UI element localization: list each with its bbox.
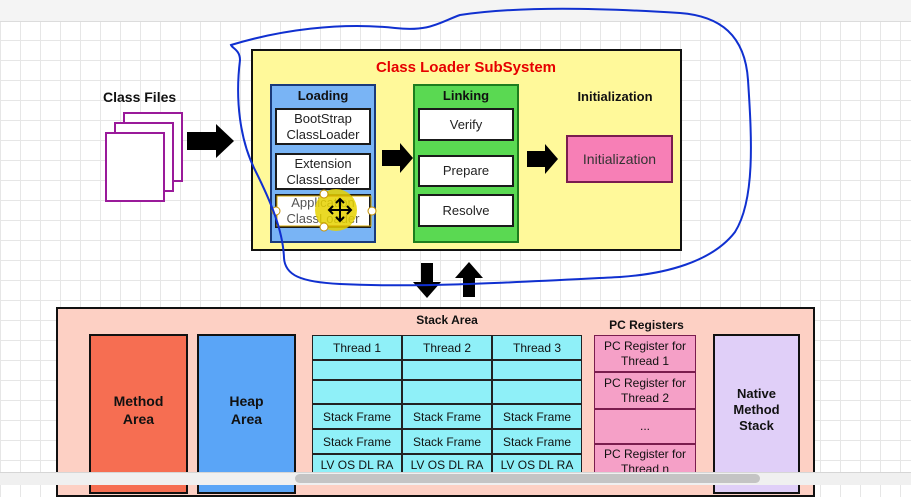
box-label-line: Method: [733, 402, 780, 417]
pc-label-line: PC Register for: [603, 375, 687, 390]
stack-frame-cell[interactable]: Stack Frame: [312, 404, 402, 429]
resolve-box[interactable]: Resolve: [418, 194, 514, 227]
box-label-line: Extension: [294, 155, 352, 171]
pc-label-line: PC Register for: [603, 447, 687, 461]
prepare-box[interactable]: Prepare: [418, 155, 514, 187]
initialization-title: Initialization: [577, 89, 653, 104]
pc-register-ellipsis[interactable]: ...: [594, 409, 696, 444]
frame-vars-cell[interactable]: LV OS DL RA: [402, 454, 492, 476]
box-label-line: BootStrap: [294, 110, 352, 126]
scrollbar-thumb[interactable]: [295, 474, 760, 483]
box-label-line: Native: [736, 386, 777, 401]
class-files-label: Class Files: [103, 89, 177, 105]
box-label: Resolve: [442, 202, 490, 218]
stack-empty-slot[interactable]: [402, 380, 492, 404]
pc-label-line: ...: [639, 419, 650, 433]
bold-arrow-icon: [382, 143, 413, 173]
loading-title: Loading: [297, 88, 349, 103]
stack-frame-cell[interactable]: Stack Frame: [402, 429, 492, 454]
thread-header[interactable]: Thread 3: [492, 335, 582, 360]
box-label-line: ClassLoader: [286, 171, 360, 187]
stack-frame-cell[interactable]: Stack Frame: [492, 429, 582, 454]
box-label: Initialization: [582, 151, 657, 167]
initialization-box[interactable]: Initialization: [566, 135, 673, 183]
down-arrow-icon: [413, 263, 441, 298]
box-label-line: ClassLoader: [286, 126, 360, 142]
pc-label-line: Thread 2: [620, 390, 670, 405]
resize-handle-icon: [319, 222, 329, 232]
stack-empty-slot[interactable]: [402, 360, 492, 380]
thread-header[interactable]: Thread 1: [312, 335, 402, 360]
overlay-drawing: [187, 7, 752, 298]
box-label: Verify: [449, 116, 483, 132]
pc-label-line: PC Register for: [603, 338, 687, 353]
hand-drawn-annotation: [229, 7, 752, 287]
subsystem-title: Class Loader SubSystem: [375, 59, 557, 76]
box-label: Prepare: [442, 163, 490, 178]
box-label-line: Heap: [229, 393, 264, 409]
top-toolbar: [0, 0, 911, 22]
native-method-stack-box[interactable]: Native Method Stack: [713, 334, 800, 494]
up-arrow-icon: [455, 262, 483, 297]
linking-title: Linking: [442, 88, 490, 103]
stack-empty-slot[interactable]: [492, 380, 582, 404]
box-label-line: Area: [122, 411, 155, 427]
box-label-line: Area: [230, 411, 263, 427]
resize-handle-icon: [319, 189, 329, 199]
stack-empty-slot[interactable]: [492, 360, 582, 380]
bold-arrow-icon: [527, 144, 558, 174]
stack-area-title: Stack Area: [416, 313, 478, 327]
thread-header[interactable]: Thread 2: [402, 335, 492, 360]
pc-label-line: Thread n: [620, 462, 670, 476]
stack-empty-slot[interactable]: [312, 380, 402, 404]
class-file-page: [105, 132, 165, 202]
stack-frame-cell[interactable]: Stack Frame: [492, 404, 582, 429]
pc-label-line: Thread 1: [620, 353, 670, 368]
verify-box[interactable]: Verify: [418, 108, 514, 141]
stack-frame-cell[interactable]: Stack Frame: [402, 404, 492, 429]
bold-arrow-icon: [187, 124, 234, 158]
stack-empty-slot[interactable]: [312, 360, 402, 380]
stack-frame-cell[interactable]: Stack Frame: [312, 429, 402, 454]
box-label-line: Method: [113, 393, 164, 409]
move-cursor-icon: [327, 197, 353, 223]
box-label-line: Stack: [739, 418, 774, 433]
pc-registers-title: PC Registers: [609, 318, 684, 332]
resize-handle-icon: [367, 206, 377, 216]
